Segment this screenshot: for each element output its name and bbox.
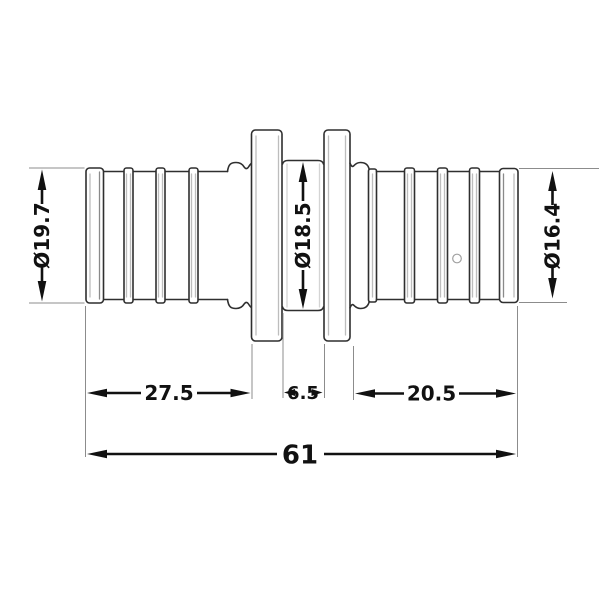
neck-top-line	[281, 159, 325, 165]
flange-right	[323, 129, 351, 342]
length-label-right: 20.5	[407, 382, 456, 406]
extension-lines	[29, 167, 599, 457]
dim-length-left: 27.5	[87, 381, 251, 405]
left-collar-hump-bottom	[226, 298, 253, 310]
length-label-center: 6.5	[287, 383, 319, 404]
left-barb-section	[85, 161, 253, 310]
right-rib-1	[403, 167, 416, 304]
diameter-label-center: Ø18.5	[291, 202, 315, 268]
arrowhead-left	[87, 449, 107, 459]
arrowhead-up	[298, 162, 308, 182]
left-collar-hump-top	[226, 161, 253, 173]
left-rib-2	[155, 167, 166, 304]
arrowhead-left	[87, 388, 107, 398]
left-rib-3	[188, 167, 199, 304]
arrowhead-right	[230, 388, 251, 398]
length-label-left: 27.5	[144, 381, 193, 405]
arrowhead-up	[548, 171, 557, 191]
arrowhead-right	[496, 389, 516, 398]
dimensions: Ø19.7 Ø18.5 Ø16.4 27.5	[30, 162, 565, 470]
dim-diameter-center: Ø18.5	[291, 162, 315, 309]
right-rib-3	[468, 167, 481, 304]
right-collar-hump-top	[349, 161, 371, 172]
arrowhead-left	[355, 389, 375, 398]
left-rib-1	[123, 167, 134, 304]
length-label-overall: 61	[282, 440, 318, 470]
right-barb-section	[349, 161, 519, 310]
arrowhead-down	[548, 278, 557, 299]
diameter-label-left: Ø19.7	[30, 202, 54, 268]
diameter-label-right: Ø16.4	[541, 203, 565, 269]
dim-length-right: 20.5	[355, 382, 516, 406]
arrowhead-down	[298, 289, 308, 309]
body-shading	[89, 135, 515, 336]
dim-length-overall: 61	[87, 440, 516, 470]
arrowhead-right	[496, 449, 516, 459]
dim-diameter-left: Ø19.7	[30, 169, 54, 302]
arrowhead-right	[311, 389, 323, 396]
right-collar-hump-bottom	[349, 299, 371, 310]
dim-length-center: 6.5	[284, 383, 323, 404]
flange-left	[250, 129, 283, 342]
arrowhead-down	[37, 281, 47, 302]
arrowhead-up	[37, 169, 47, 190]
center-neck	[281, 159, 325, 312]
arrowhead-left	[284, 389, 295, 396]
dim-diameter-right: Ø16.4	[541, 171, 565, 299]
right-end-cap	[498, 167, 519, 304]
left-end-cap	[85, 167, 105, 304]
neck-bottom-line	[281, 306, 325, 312]
right-rib-2	[436, 167, 449, 304]
surface-mark-circle	[452, 253, 462, 264]
